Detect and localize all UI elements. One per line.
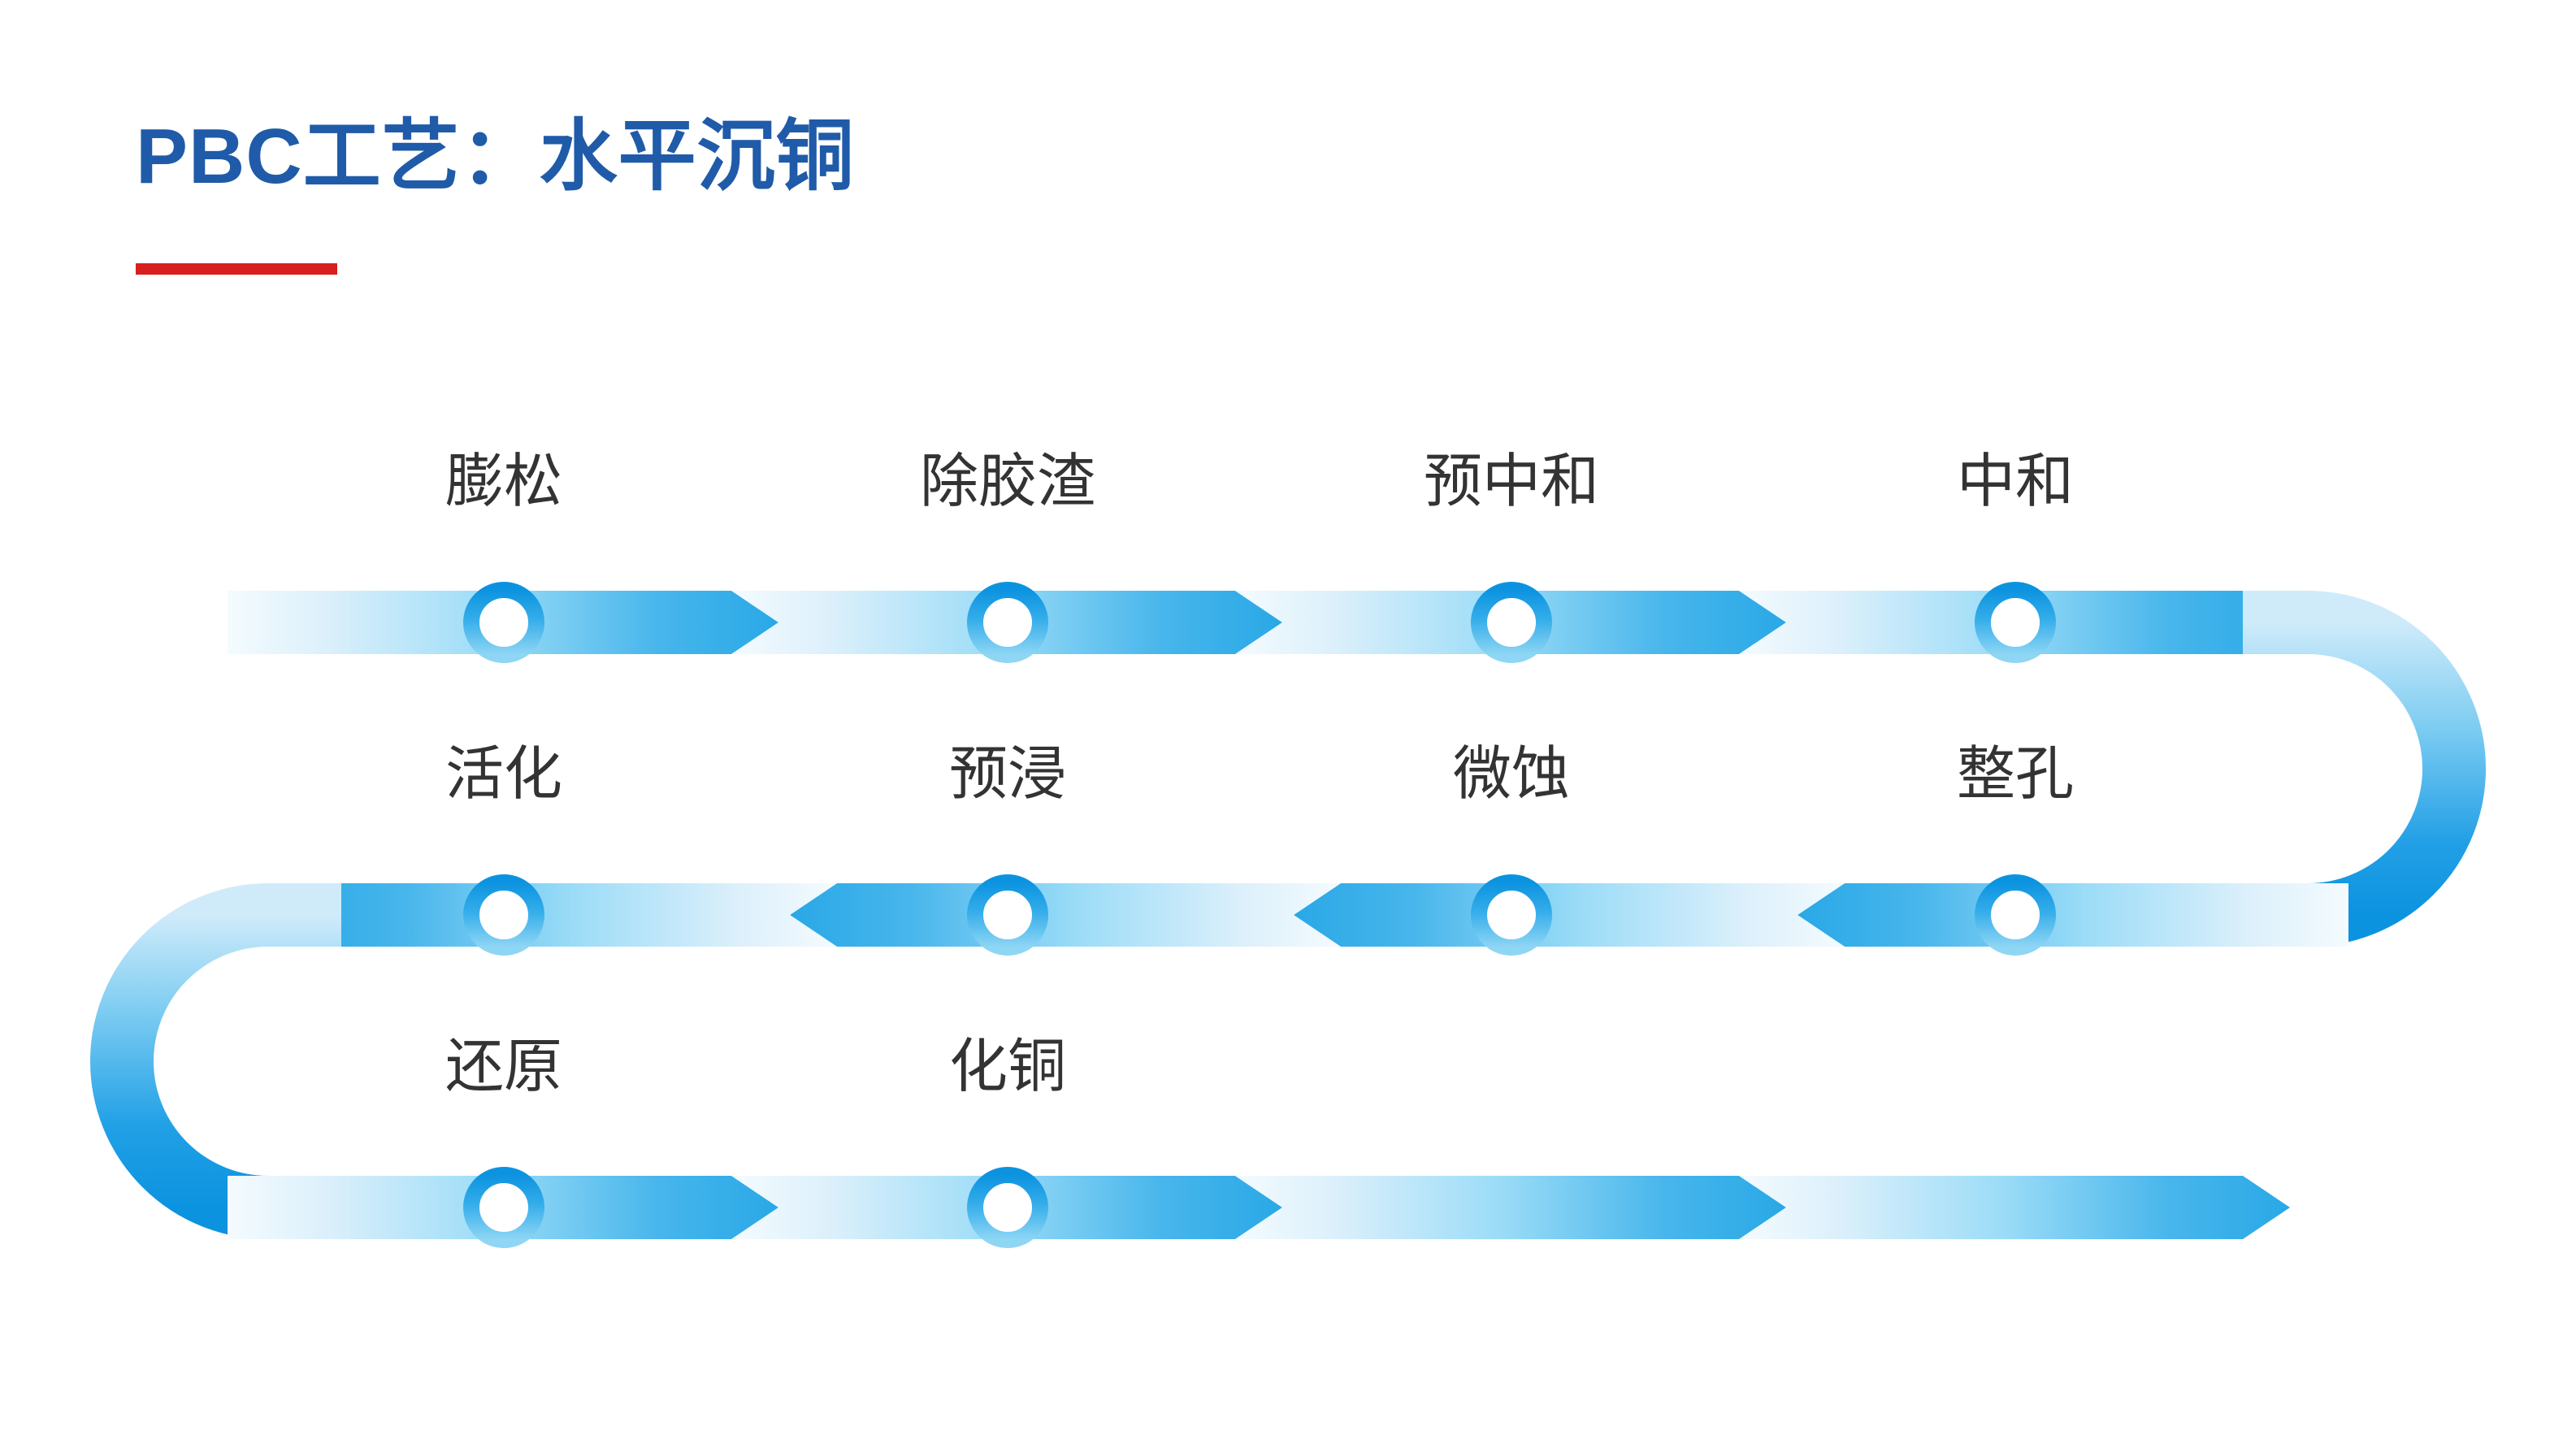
step-label-zhonghe: 中和 [1956,449,2075,514]
flow-node-yujin[interactable] [967,874,1048,956]
flow-node-huanyuan[interactable] [463,1167,544,1248]
step-label-huatong: 化铜 [948,1034,1067,1099]
step-label-chujiaozha: 除胶渣 [919,449,1096,514]
connector-u-turn-left [90,883,341,1239]
flow-segment-r3-s4[interactable] [1739,1176,2290,1239]
step-label-yujin: 预浸 [948,742,1067,807]
step-label-pengsong: 膨松 [445,449,563,514]
title-block: PBC工艺：水平沉铜 [136,114,1761,275]
flow-nodes [463,582,2056,1248]
connector-u-turn-right [2243,591,2486,947]
step-label-zhengkong: 整孔 [1956,742,2075,807]
title-accent-rule [136,262,337,275]
flow-row-2 [286,883,2348,947]
step-label-huanyuan: 还原 [445,1034,563,1099]
step-label-weishi: 微蚀 [1452,742,1571,807]
flow-node-chujiaozha[interactable] [967,582,1048,663]
flow-segment-r2-s4[interactable] [286,883,837,947]
flow-node-zhonghe[interactable] [1975,582,2056,663]
flow-segment-r2-s2[interactable] [1294,883,1845,947]
step-label-huohua: 活化 [445,742,563,807]
flow-node-huatong[interactable] [967,1167,1048,1248]
flow-segment-r2-s1[interactable] [1798,883,2348,947]
page-title: PBC工艺：水平沉铜 [136,113,855,200]
flow-segment-r3-s3[interactable] [1235,1176,1786,1239]
step-label-yuzhonghe: 预中和 [1423,449,1600,514]
flow-node-yuzhonghe[interactable] [1471,582,1552,663]
flow-node-weishi[interactable] [1471,874,1552,956]
flow-segment-r2-s3[interactable] [790,883,1341,947]
flow-node-zhengkong[interactable] [1975,874,2056,956]
flow-node-pengsong[interactable] [463,582,544,663]
flow-node-huohua[interactable] [463,874,544,956]
